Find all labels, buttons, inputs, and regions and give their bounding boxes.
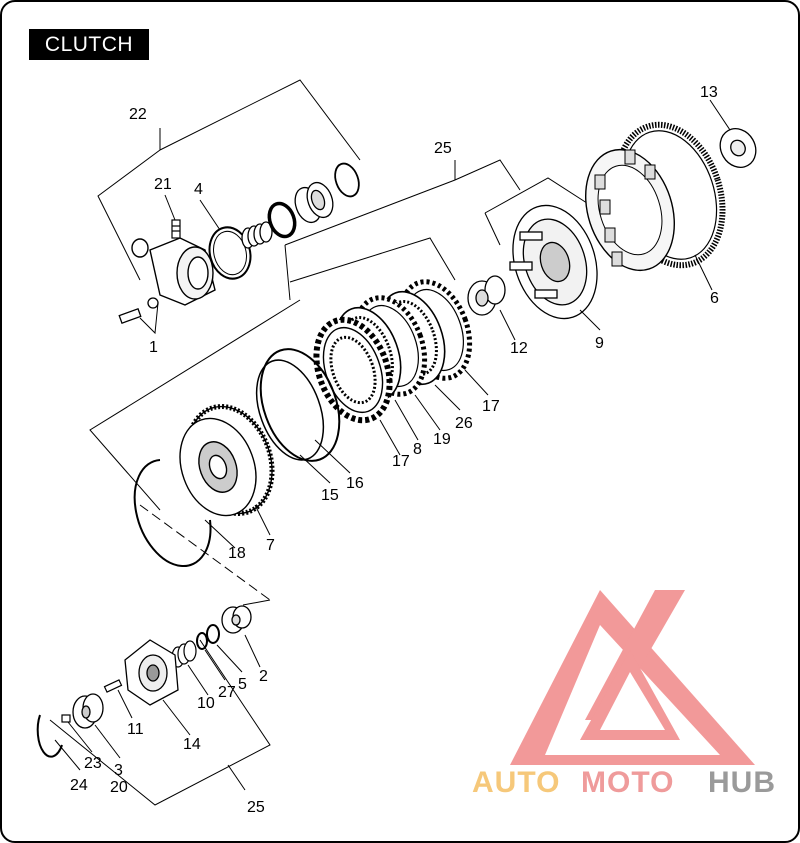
part-15-spring-plate — [259, 348, 341, 462]
callout-17a: 17 — [392, 453, 410, 470]
watermark-text-hub: HUB — [708, 766, 776, 799]
callout-6: 6 — [710, 290, 719, 307]
watermark-text-auto: AUTO — [472, 766, 560, 799]
callout-9: 9 — [595, 335, 604, 352]
callout-10: 10 — [197, 695, 215, 712]
callout-14: 14 — [183, 736, 201, 753]
callout-15: 15 — [321, 487, 339, 504]
part-spring-small — [241, 221, 273, 249]
callout-18: 18 — [228, 545, 246, 562]
callout-26: 26 — [455, 415, 473, 432]
part-18-snap-ring — [133, 459, 212, 568]
callout-11: 11 — [127, 721, 144, 738]
part-14-release-plate — [124, 639, 179, 706]
part-10-spring — [171, 640, 197, 668]
part-22-slave-housing — [131, 237, 216, 306]
callout-19: 19 — [433, 431, 451, 448]
part-9-clutch-hub — [509, 204, 598, 320]
bracket-lines — [49, 79, 591, 806]
part-16-seat — [255, 359, 325, 461]
callout-5: 5 — [238, 676, 247, 693]
callout-3: 3 — [114, 762, 123, 779]
callout-21: 21 — [154, 176, 172, 193]
watermark-text-moto: MOTO — [581, 766, 674, 799]
part-7-pressure-plate — [179, 404, 275, 517]
part-1-screw — [118, 297, 159, 335]
callout-2: 2 — [259, 668, 268, 685]
callout-24: 24 — [70, 777, 88, 794]
watermark-logo — [510, 590, 755, 765]
callout-23: 23 — [84, 755, 102, 772]
callout-22: 22 — [129, 106, 147, 123]
diagram-title: CLUTCH — [29, 29, 149, 60]
part-24-retaining-ring — [36, 714, 63, 758]
part-12-spacer — [467, 275, 506, 316]
part-seal-black — [267, 201, 297, 239]
callout-7: 7 — [266, 537, 275, 554]
callout-4: 4 — [194, 181, 203, 198]
part-23-spacer — [61, 714, 71, 723]
callout-8: 8 — [413, 441, 422, 458]
callout-17b: 17 — [482, 398, 500, 415]
part-6-clutch-shell — [584, 121, 726, 272]
part-2-bearing — [221, 605, 252, 634]
callout-20: 20 — [110, 779, 128, 796]
part-5-ring — [206, 624, 220, 644]
callout-labels: 1 2 3 4 5 6 7 8 9 10 11 12 13 14 15 16 1… — [70, 84, 719, 816]
callout-13: 13 — [700, 84, 718, 101]
part-21-bleeder — [171, 219, 181, 239]
part-11-screw — [103, 679, 123, 693]
leader-lines — [54, 99, 731, 771]
callout-25a: 25 — [434, 140, 452, 157]
callout-27: 27 — [218, 684, 236, 701]
part-3-bearing — [72, 693, 104, 729]
part-27-ring — [196, 632, 208, 650]
callout-16: 16 — [346, 475, 364, 492]
part-13-thrust-washer — [719, 128, 757, 168]
callout-1: 1 — [149, 339, 158, 356]
part-piston — [294, 181, 334, 224]
callout-12: 12 — [510, 340, 528, 357]
part-o-ring-right — [334, 162, 360, 198]
callout-25b: 25 — [247, 799, 265, 816]
